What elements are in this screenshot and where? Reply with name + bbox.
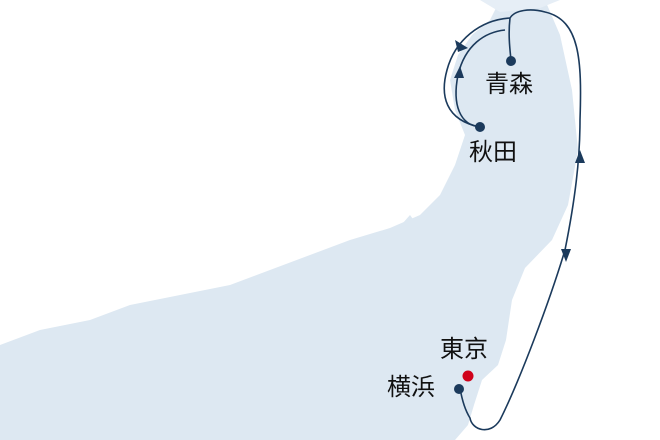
- port-dot-yokohama[interactable]: [454, 384, 464, 394]
- label-akita: 秋田: [469, 138, 517, 166]
- arrow-icon: [454, 66, 464, 78]
- land-sado-island: [395, 215, 415, 240]
- label-yokohama: 横浜: [387, 373, 435, 401]
- label-aomori: 青森: [485, 70, 533, 98]
- arrow-icon: [561, 249, 571, 262]
- land-hokkaido: [480, 0, 560, 12]
- route-arrows: [454, 40, 585, 262]
- land-noto-peninsula: [315, 262, 345, 285]
- arrow-icon: [455, 40, 468, 52]
- port-dot-aomori[interactable]: [506, 56, 516, 66]
- port-dot-akita[interactable]: [475, 122, 485, 132]
- land-oki-island: [143, 321, 153, 331]
- label-tokyo: 東京: [440, 335, 488, 363]
- port-dot-tokyo[interactable]: [462, 370, 474, 382]
- land-honshu: [0, 0, 578, 440]
- land-kyushu: [0, 400, 30, 440]
- arrow-icon: [575, 150, 585, 163]
